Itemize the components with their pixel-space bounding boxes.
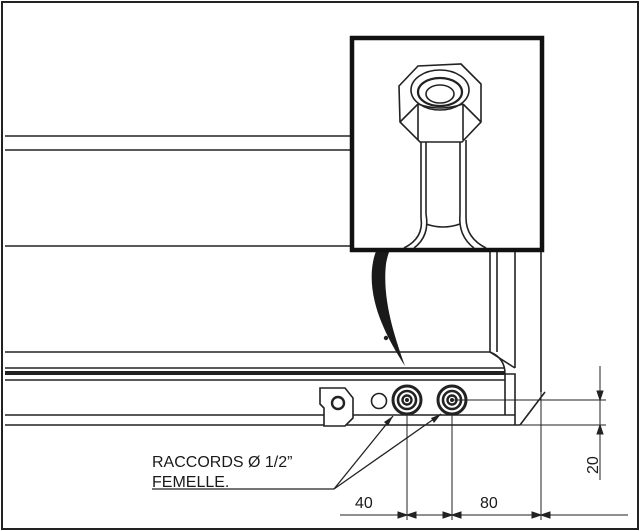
open-hole: [370, 392, 388, 410]
screw-dot: [383, 335, 389, 341]
detail-inset: [349, 35, 545, 253]
leader-arrow-left: [384, 416, 393, 426]
callout-leaders: [152, 413, 442, 490]
body-side: [489, 250, 542, 392]
upper-rail: [5, 135, 352, 247]
bottom-tray: [5, 351, 546, 426]
dimension-80: 80: [480, 495, 498, 512]
vertical-dimension: [596, 366, 604, 480]
leader-arrow-right: [431, 414, 441, 423]
dimension-extensions: [406, 392, 606, 520]
connector-left: [391, 384, 423, 416]
bracket: [319, 387, 354, 427]
horizontal-dimension: [340, 511, 628, 519]
callout-line-2: FEMELLE.: [152, 474, 229, 491]
dimension-40: 40: [355, 495, 373, 512]
dimension-20: 20: [585, 456, 602, 474]
callout-line-1: RACCORDS Ø 1/2”: [152, 454, 292, 471]
